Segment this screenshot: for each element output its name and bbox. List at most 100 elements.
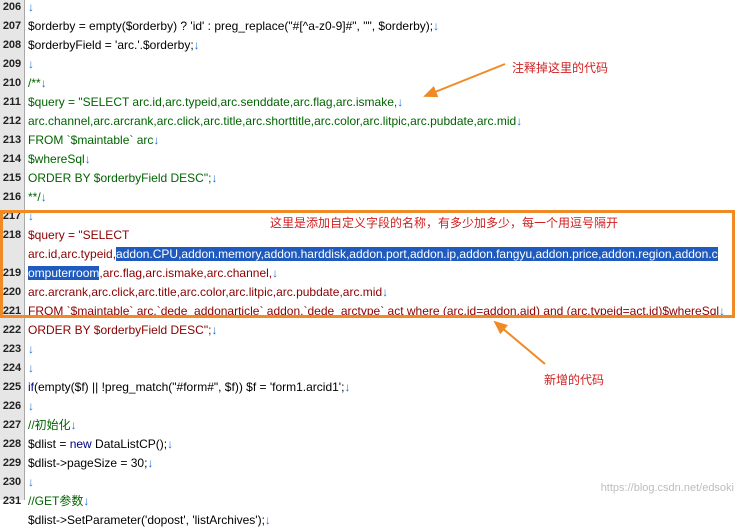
watermark: https://blog.csdn.net/edsoki [600,482,734,494]
line-number: 230 [2,476,22,488]
line-number: 216 [2,191,22,203]
code-line[interactable]: FROM `$maintable` arc↓ [28,131,159,150]
line-break-marker: ↓ [167,437,174,451]
line-number: 220 [2,286,22,298]
line-break-marker: ↓ [272,266,279,280]
line-break-marker: ↓ [40,76,47,90]
code-token: $dlist->SetParameter('dopost', 'listArch… [28,513,265,527]
line-number: 206 [2,1,22,13]
code-line[interactable]: ↓ [28,207,34,226]
line-break-marker: ↓ [719,304,726,318]
code-token: //初始化 [28,418,71,432]
code-token: ,arc.flag,arc.ismake,arc.channel, [99,266,273,280]
code-line[interactable]: ↓ [28,397,34,416]
line-number: 226 [2,400,22,412]
code-token: FROM `$maintable` arc,`dede_addonarticle… [28,304,720,318]
code-line[interactable]: $orderby = empty($orderby) ? 'id' : preg… [28,17,439,36]
code-line[interactable]: $dlist->SetParameter('dopost', 'listArch… [28,511,271,530]
code-line[interactable]: $query = "SELECT [28,226,129,245]
line-break-marker: ↓ [382,285,389,299]
code-line[interactable]: $whereSql↓ [28,150,91,169]
line-break-marker: ↓ [433,19,440,33]
code-line[interactable]: /**↓ [28,74,47,93]
code-line[interactable]: FROM `$maintable` arc,`dede_addonarticle… [28,302,725,321]
line-number: 222 [2,324,22,336]
code-token: if [28,380,34,394]
line-number: 209 [2,58,22,70]
code-token: arc.id,arc.typeid, [28,247,117,261]
line-number: 218 [2,229,22,241]
line-break-marker: ↓ [84,152,91,166]
line-number: 224 [2,362,22,374]
line-number: 208 [2,39,22,51]
code-token: (empty($f) || !preg_match("#form#", $f))… [34,380,345,394]
line-number: 211 [3,96,21,108]
code-line[interactable]: $dlist->pageSize = 30;↓ [28,454,153,473]
selected-text: addon.CPU,addon.memory,addon.harddisk,ad… [116,247,718,261]
code-line[interactable]: //GET参数↓ [28,492,89,511]
line-number: 228 [2,438,22,450]
annotation-new-code: 新增的代码 [544,373,605,387]
line-break-marker: ↓ [28,209,34,223]
selected-text: omputerroom [28,266,100,280]
code-line[interactable]: ↓ [28,359,34,378]
code-line[interactable]: ORDER BY $orderbyField DESC";↓ [28,169,217,188]
code-token: FROM `$maintable` arc [28,133,154,147]
line-number [0,245,24,264]
code-line[interactable]: ↓ [28,340,34,359]
line-number: 229 [2,457,22,469]
code-line[interactable]: **/↓ [28,188,47,207]
line-number: 207 [2,20,22,32]
line-number-gutter [0,0,25,500]
line-break-marker: ↓ [516,114,523,128]
code-line[interactable]: if(empty($f) || !preg_match("#form#", $f… [28,378,350,397]
line-break-marker: ↓ [264,513,271,527]
line-number: 212 [2,115,22,127]
line-number: 225 [2,381,22,393]
code-token: /** [28,76,41,90]
code-token: $orderbyField = 'arc.'.$orderby; [28,38,194,52]
code-line[interactable]: $query = "SELECT arc.id,arc.typeid,arc.s… [28,93,403,112]
line-break-marker: ↓ [153,133,160,147]
code-line[interactable]: ↓ [28,55,34,74]
line-break-marker: ↓ [211,171,218,185]
line-break-marker: ↓ [28,475,34,489]
code-line[interactable]: ORDER BY $orderbyField DESC";↓ [28,321,217,340]
code-line[interactable]: arc.arcrank,arc.click,arc.title,arc.colo… [28,283,388,302]
line-number: 217 [2,210,22,222]
code-line[interactable]: omputerroom,arc.flag,arc.ismake,arc.chan… [28,264,278,283]
code-token: //GET参数 [28,494,84,508]
line-number: 219 [2,267,22,279]
line-break-marker: ↓ [28,57,34,71]
line-break-marker: ↓ [28,361,34,375]
code-line[interactable]: //初始化↓ [28,416,77,435]
code-line[interactable]: arc.channel,arc.arcrank,arc.click,arc.ti… [28,112,522,131]
line-break-marker: ↓ [83,494,90,508]
code-token: $orderby = empty($orderby) ? 'id' : preg… [28,19,434,33]
line-number: 223 [2,343,22,355]
code-line[interactable]: ↓ [28,0,34,17]
line-break-marker: ↓ [28,342,34,356]
code-token: $query = "SELECT [28,228,130,242]
code-token: $query = "SELECT arc.id,arc.typeid,arc.s… [28,95,398,109]
line-number: 231 [2,495,22,507]
code-token: arc.arcrank,arc.click,arc.title,arc.colo… [28,285,383,299]
code-token: ORDER BY $orderbyField DESC"; [28,323,212,337]
code-token: DataListCP(); [91,437,168,451]
annotation-comment-out: 注释掉这里的代码 [512,61,609,75]
code-token: arc.channel,arc.arcrank,arc.click,arc.ti… [28,114,517,128]
code-token: new [69,437,92,451]
line-break-marker: ↓ [211,323,218,337]
code-token: **/ [28,190,41,204]
code-line[interactable]: arc.id,arc.typeid,addon.CPU,addon.memory… [28,245,718,264]
code-token: $dlist->pageSize = 30; [28,456,148,470]
code-line[interactable]: $dlist = new DataListCP();↓ [28,435,173,454]
code-token: ORDER BY $orderbyField DESC"; [28,171,212,185]
line-number: 227 [2,419,22,431]
line-break-marker: ↓ [40,190,47,204]
line-number: 221 [2,305,22,317]
code-line[interactable]: ↓ [28,473,34,492]
annotation-custom-fields: 这里是添加自定义字段的名称，有多少加多少，每一个用逗号隔开 [270,216,619,230]
code-line[interactable]: $orderbyField = 'arc.'.$orderby;↓ [28,36,200,55]
